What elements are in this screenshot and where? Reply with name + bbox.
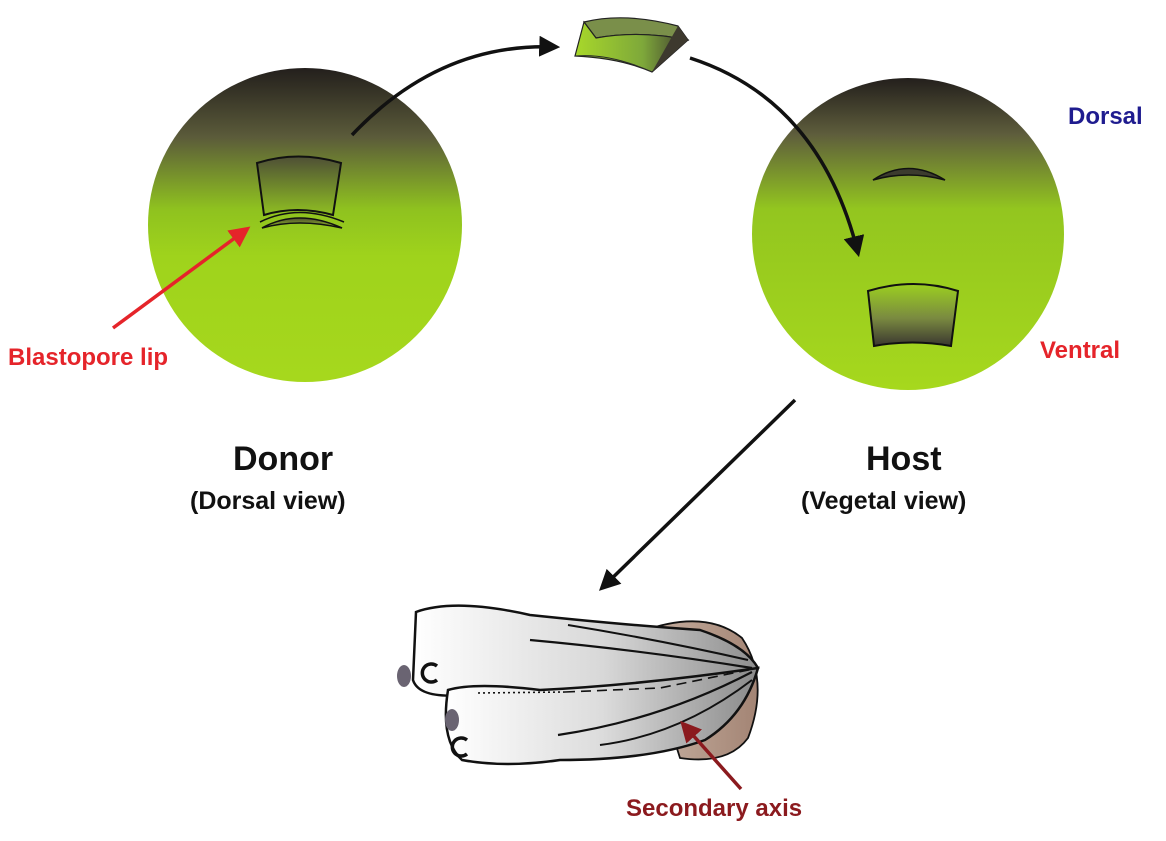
host-title: Host xyxy=(866,440,942,479)
secondary-axis-label: Secondary axis xyxy=(626,795,802,823)
top-eye-icon xyxy=(397,665,411,687)
arrow-to-tadpole xyxy=(602,400,795,588)
host-view-label: (Vegetal view) xyxy=(801,487,966,516)
donor-embryo xyxy=(148,68,462,382)
bottom-eye-icon xyxy=(445,709,459,731)
host-embryo xyxy=(752,78,1064,390)
blastopore-lip-label: Blastopore lip xyxy=(8,344,168,372)
ventral-label: Ventral xyxy=(1040,337,1120,365)
twinned-tadpole xyxy=(397,606,758,764)
donor-view-label: (Dorsal view) xyxy=(190,487,346,516)
dorsal-label: Dorsal xyxy=(1068,103,1143,131)
excised-tissue-piece xyxy=(575,18,688,72)
donor-title: Donor xyxy=(233,440,333,479)
